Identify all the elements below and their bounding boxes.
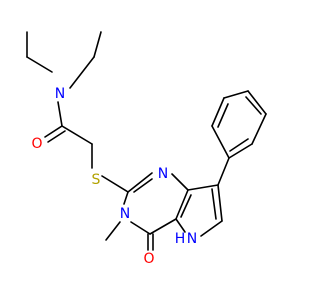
atom-amide-nitrogen: N	[55, 86, 65, 102]
bond-c4-c4a	[149, 218, 177, 235]
bond-ph-5	[251, 113, 267, 145]
atom-pyrimidine-nitrogen-methyl: N	[120, 206, 130, 222]
atom-pyrimidine-nitrogen-top: N	[158, 166, 168, 182]
bond-c6-c7	[217, 184, 223, 222]
bond-ethyl-2a	[69, 56, 95, 89]
bond-ph-4b	[245, 96, 262, 115]
bond-c4a-nh	[175, 218, 186, 233]
bond-amide-c-n	[57, 101, 63, 127]
molecule-structure-diagram: N O S N N O N H	[26, 31, 267, 267]
bond-ethyl-2b	[93, 31, 102, 58]
bond-ph-4	[247, 90, 267, 115]
bond-c4a-c7a-2	[180, 194, 192, 218]
bond-ph-2	[211, 97, 225, 127]
bond-s-c2	[101, 175, 129, 193]
bond-c7-ph	[217, 157, 230, 186]
bond-n-methyl-c4	[130, 221, 151, 235]
bond-c6-c7-2	[211, 188, 217, 220]
bond-n-top-c7a	[171, 173, 189, 191]
bond-c2-n3-top-2	[133, 178, 153, 193]
bond-ph-2b	[217, 103, 229, 128]
atom-pyrrole-nitrogen: N	[187, 231, 197, 247]
bond-c2-n3-top	[127, 172, 153, 193]
bond-nh-c6	[200, 220, 223, 237]
bond-amide-c-o-1	[44, 125, 63, 138]
atom-carbonyl-oxygen: O	[143, 251, 154, 267]
bond-c4a-c7a	[175, 189, 189, 220]
atom-amide-oxygen: O	[31, 136, 42, 152]
bond-amide-c-o-2	[47, 130, 66, 143]
bond-ph-1	[211, 125, 230, 159]
bond-amide-c-ch2	[61, 125, 93, 145]
bond-c7-c7a	[187, 184, 219, 191]
bond-ethyl-1b	[26, 56, 53, 73]
bond-ph-3	[223, 90, 249, 99]
bond-ph-6	[228, 143, 253, 159]
bond-n-methyl-methyl	[105, 221, 121, 241]
bond-ph-6b	[229, 138, 249, 152]
atom-pyrrole-hydrogen: H	[175, 231, 186, 247]
bond-c2-n-methyl	[123, 191, 129, 205]
atom-thioether-sulfur: S	[92, 172, 101, 188]
